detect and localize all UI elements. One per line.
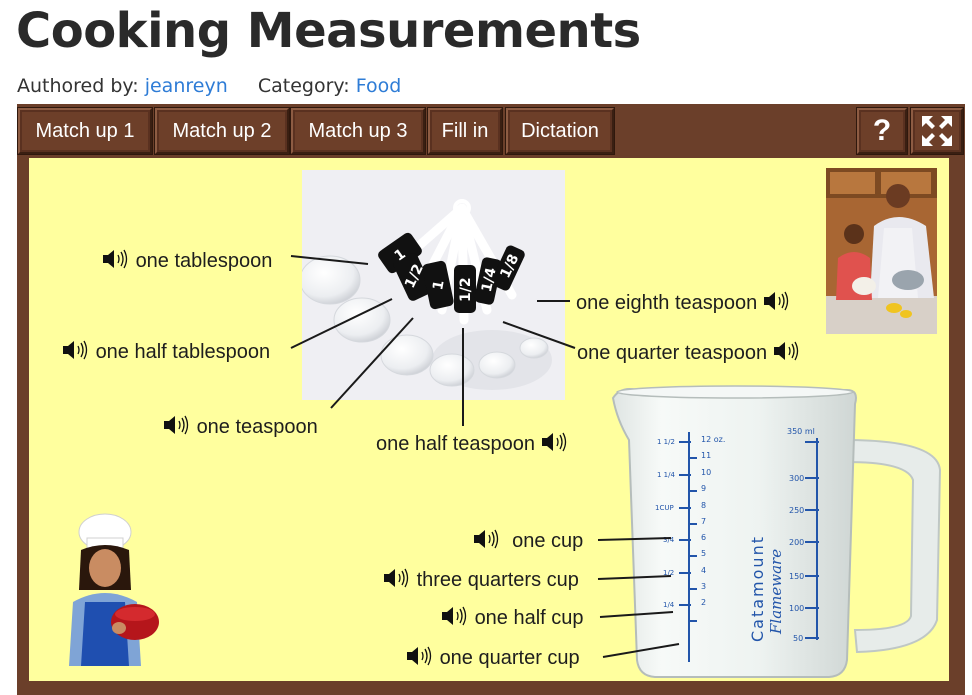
question-mark-icon: ? bbox=[872, 114, 892, 147]
label-one-eighth-teaspoon[interactable]: one eighth teaspoon bbox=[576, 290, 791, 315]
activity-frame: Match up 1 Match up 2 Match up 3 Fill in… bbox=[17, 104, 965, 695]
label-one-half-teaspoon[interactable]: one half teaspoon bbox=[376, 431, 569, 456]
speaker-icon[interactable] bbox=[763, 290, 791, 312]
category-link[interactable]: Food bbox=[355, 75, 402, 97]
oz-mark-10: 10 bbox=[701, 468, 711, 477]
label-three-quarters-cup[interactable]: three quarters cup bbox=[383, 567, 579, 592]
speaker-icon[interactable] bbox=[406, 645, 434, 667]
speaker-icon[interactable] bbox=[773, 340, 801, 362]
label-one-half-tablespoon[interactable]: one half tablespoon bbox=[62, 339, 270, 364]
label-text: one half teaspoon bbox=[376, 433, 536, 455]
measuring-spoons-image: 1 1/2 1 1/2 1/4 1/8 bbox=[299, 170, 565, 400]
activity-toolbar: Match up 1 Match up 2 Match up 3 Fill in… bbox=[17, 104, 965, 158]
page-meta: Authored by: jeanreyn Category: Food bbox=[17, 75, 401, 97]
oz-mark-12: 12 oz. bbox=[701, 435, 725, 444]
speaker-icon[interactable] bbox=[473, 528, 501, 550]
speaker-icon[interactable] bbox=[102, 248, 130, 270]
cup-mark-1-2: 1/2 bbox=[663, 569, 674, 577]
oz-mark-11: 11 bbox=[701, 451, 711, 460]
cup-mark-1-4: 1/4 bbox=[663, 601, 675, 609]
ml-mark-250: 250 bbox=[789, 506, 804, 515]
label-text: one cup bbox=[512, 530, 584, 552]
fullscreen-button[interactable] bbox=[911, 108, 963, 154]
tab-dictation[interactable]: Dictation bbox=[506, 108, 614, 154]
speaker-icon[interactable] bbox=[441, 605, 469, 627]
tab-match-up-3[interactable]: Match up 3 bbox=[291, 108, 425, 154]
tab-fill-in[interactable]: Fill in bbox=[428, 108, 502, 154]
ml-mark-350: 350 ml bbox=[787, 427, 815, 436]
spoon-tag-5: 1/4 bbox=[479, 266, 500, 294]
mother-daughter-baking-photo bbox=[826, 168, 937, 334]
label-text: one half tablespoon bbox=[95, 341, 271, 363]
cup-brand-script: Flameware bbox=[767, 549, 785, 635]
fullscreen-icon bbox=[922, 116, 952, 146]
label-one-teaspoon[interactable]: one teaspoon bbox=[163, 414, 318, 439]
label-text: one teaspoon bbox=[196, 416, 318, 438]
ml-mark-300: 300 bbox=[789, 474, 804, 483]
category-label: Category: bbox=[257, 75, 350, 97]
speaker-icon[interactable] bbox=[62, 339, 90, 361]
label-one-quarter-teaspoon[interactable]: one quarter teaspoon bbox=[577, 340, 801, 365]
oz-mark-9: 9 bbox=[701, 484, 706, 493]
tab-match-up-1[interactable]: Match up 1 bbox=[18, 108, 152, 154]
oz-mark-2: 2 bbox=[701, 598, 706, 607]
spoon-tag-3: 1 bbox=[430, 279, 447, 291]
tab-match-up-2[interactable]: Match up 2 bbox=[155, 108, 289, 154]
label-one-cup[interactable]: one cup bbox=[473, 528, 583, 553]
label-text: one quarter teaspoon bbox=[577, 342, 768, 364]
cup-mark-1-1-2: 1 1/2 bbox=[657, 438, 675, 446]
cup-brand: Catamount bbox=[748, 535, 767, 642]
label-one-quarter-cup[interactable]: one quarter cup bbox=[406, 645, 580, 670]
oz-mark-8: 8 bbox=[701, 501, 706, 510]
spoon-tag-4: 1/2 bbox=[458, 277, 474, 302]
help-button[interactable]: ? bbox=[857, 108, 907, 154]
speaker-icon[interactable] bbox=[383, 567, 411, 589]
label-text: one quarter cup bbox=[439, 647, 580, 669]
oz-mark-6: 6 bbox=[701, 533, 706, 542]
cup-mark-1cup: 1CUP bbox=[655, 504, 674, 512]
activity-stage: 1 1/2 1 1/2 1/4 1/8 bbox=[29, 158, 949, 681]
ml-mark-150: 150 bbox=[789, 572, 804, 581]
leader-lines bbox=[290, 255, 680, 658]
label-text: three quarters cup bbox=[416, 569, 579, 591]
oz-mark-3: 3 bbox=[701, 582, 706, 591]
cup-mark-3-4: 3/4 bbox=[663, 536, 675, 544]
label-text: one tablespoon bbox=[135, 250, 273, 272]
label-one-half-cup[interactable]: one half cup bbox=[441, 605, 584, 630]
oz-mark-7: 7 bbox=[701, 517, 706, 526]
label-one-tablespoon[interactable]: one tablespoon bbox=[102, 248, 272, 273]
ml-mark-200: 200 bbox=[789, 538, 804, 547]
ml-mark-50: 50 bbox=[793, 634, 803, 643]
label-text: one eighth teaspoon bbox=[576, 292, 758, 314]
measuring-cup-image: 1 1/2 1 1/4 1CUP 3/4 1/2 1/4 12 oz. 11 1… bbox=[607, 380, 947, 681]
author-link[interactable]: jeanreyn bbox=[144, 75, 228, 97]
speaker-icon[interactable] bbox=[541, 431, 569, 453]
label-text: one half cup bbox=[474, 607, 584, 629]
ml-mark-100: 100 bbox=[789, 604, 804, 613]
chef-girl-image bbox=[57, 510, 165, 666]
page-title: Cooking Measurements bbox=[16, 3, 641, 59]
authored-label: Authored by: bbox=[17, 75, 139, 97]
oz-mark-5: 5 bbox=[701, 549, 706, 558]
speaker-icon[interactable] bbox=[163, 414, 191, 436]
oz-mark-4: 4 bbox=[701, 566, 706, 575]
cup-mark-1-1-4: 1 1/4 bbox=[657, 471, 675, 479]
